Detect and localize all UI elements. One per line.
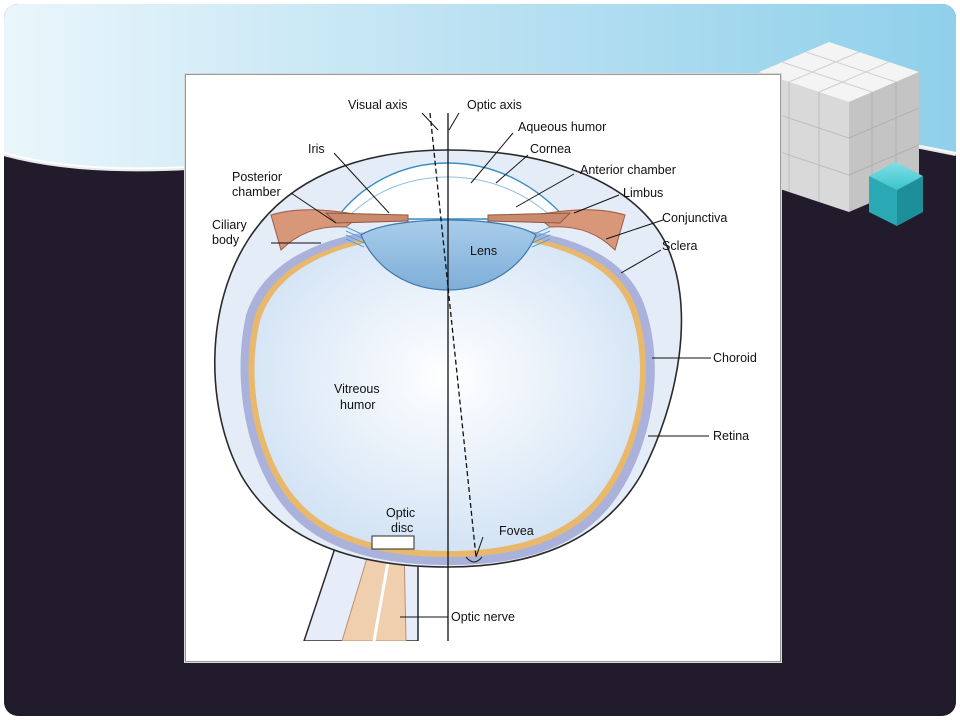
label-cornea: Cornea — [530, 142, 571, 156]
label-vitreous-humor-1: Vitreous — [334, 382, 380, 396]
eye-diagram-figure: Visual axis Optic axis Aqueous humor Cor… — [185, 74, 781, 662]
visual-axis-line — [429, 112, 477, 558]
leader-lines — [271, 112, 711, 618]
label-aqueous-humor: Aqueous humor — [518, 120, 606, 134]
label-ciliary-body-2: body — [212, 233, 240, 247]
label-choroid: Choroid — [713, 351, 757, 365]
vitreous-humor — [254, 235, 640, 551]
label-vitreous-humor-2: humor — [340, 398, 375, 412]
iris-left — [324, 212, 409, 224]
label-lens: Lens — [470, 244, 497, 258]
label-limbus: Limbus — [623, 186, 663, 200]
label-optic-disc-2: disc — [391, 521, 413, 535]
label-conjunctiva: Conjunctiva — [662, 211, 727, 225]
slide-background: Visual axis Optic axis Aqueous humor Cor… — [4, 4, 956, 716]
optic-disc — [371, 535, 415, 550]
label-posterior-chamber-2: chamber — [232, 185, 281, 199]
label-ciliary-body-1: Ciliary — [212, 218, 247, 232]
label-iris: Iris — [308, 142, 325, 156]
teal-cube-icon — [869, 162, 923, 226]
fovea — [465, 556, 483, 563]
label-visual-axis: Visual axis — [348, 98, 408, 112]
iris-right — [487, 212, 572, 224]
eye-cross-section: Visual axis Optic axis Aqueous humor Cor… — [212, 98, 757, 641]
label-sclera: Sclera — [662, 239, 697, 253]
label-optic-nerve: Optic nerve — [451, 610, 515, 624]
label-optic-axis: Optic axis — [467, 98, 522, 112]
label-fovea: Fovea — [499, 524, 534, 538]
zonule-fibers-left — [345, 226, 365, 248]
label-retina: Retina — [713, 429, 749, 443]
label-posterior-chamber-1: Posterior — [232, 170, 282, 184]
label-anterior-chamber: Anterior chamber — [580, 163, 676, 177]
label-optic-disc-1: Optic — [386, 506, 415, 520]
